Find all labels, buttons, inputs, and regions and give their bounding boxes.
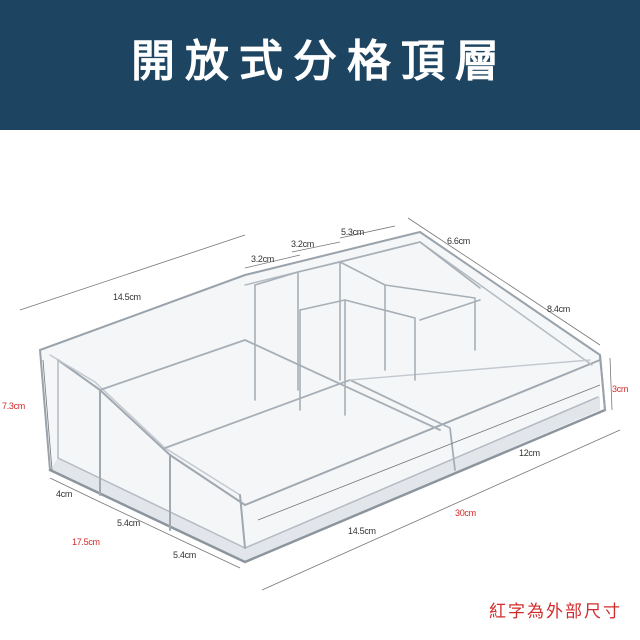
organizer-drawing bbox=[19, 217, 621, 591]
product-illustration: 5.3cm 3.2cm 3.2cm 6.6cm 14.5cm 8.4cm 7.3… bbox=[0, 130, 640, 640]
dimension-back-right: 6.6cm bbox=[447, 236, 471, 246]
dimension-left-5-4a: 5.4cm bbox=[117, 518, 141, 528]
organizer-body bbox=[40, 232, 600, 562]
outer-dimension-note: 紅字為外部尺寸 bbox=[489, 602, 622, 622]
dimension-back-left: 14.5cm bbox=[113, 292, 141, 302]
dimension-lines bbox=[19, 217, 621, 591]
dimension-left-4: 4cm bbox=[56, 489, 73, 499]
dimension-height-outer: 7.3cm bbox=[2, 401, 26, 411]
dimension-left-5-4b: 5.4cm bbox=[173, 550, 197, 560]
dimension-length-30: 30cm bbox=[455, 508, 476, 518]
dimension-height-front: 3cm bbox=[612, 384, 629, 394]
dimension-top-1: 5.3cm bbox=[341, 227, 365, 237]
dimension-top-3: 3.2cm bbox=[251, 254, 275, 264]
dimension-right-depth: 8.4cm bbox=[547, 304, 571, 314]
base-outline bbox=[48, 408, 607, 564]
divider-left bbox=[99, 339, 441, 431]
dimension-width-17-5: 17.5cm bbox=[72, 537, 100, 547]
header-banner: 開放式分格頂層 bbox=[0, 0, 640, 130]
divider-middle bbox=[164, 379, 456, 471]
dimension-inner-12: 12cm bbox=[519, 448, 540, 458]
back-cells bbox=[254, 241, 481, 416]
dimension-top-2: 3.2cm bbox=[291, 239, 315, 249]
page-title: 開放式分格頂層 bbox=[131, 36, 509, 87]
dimension-inner-14-5: 14.5cm bbox=[348, 526, 376, 536]
